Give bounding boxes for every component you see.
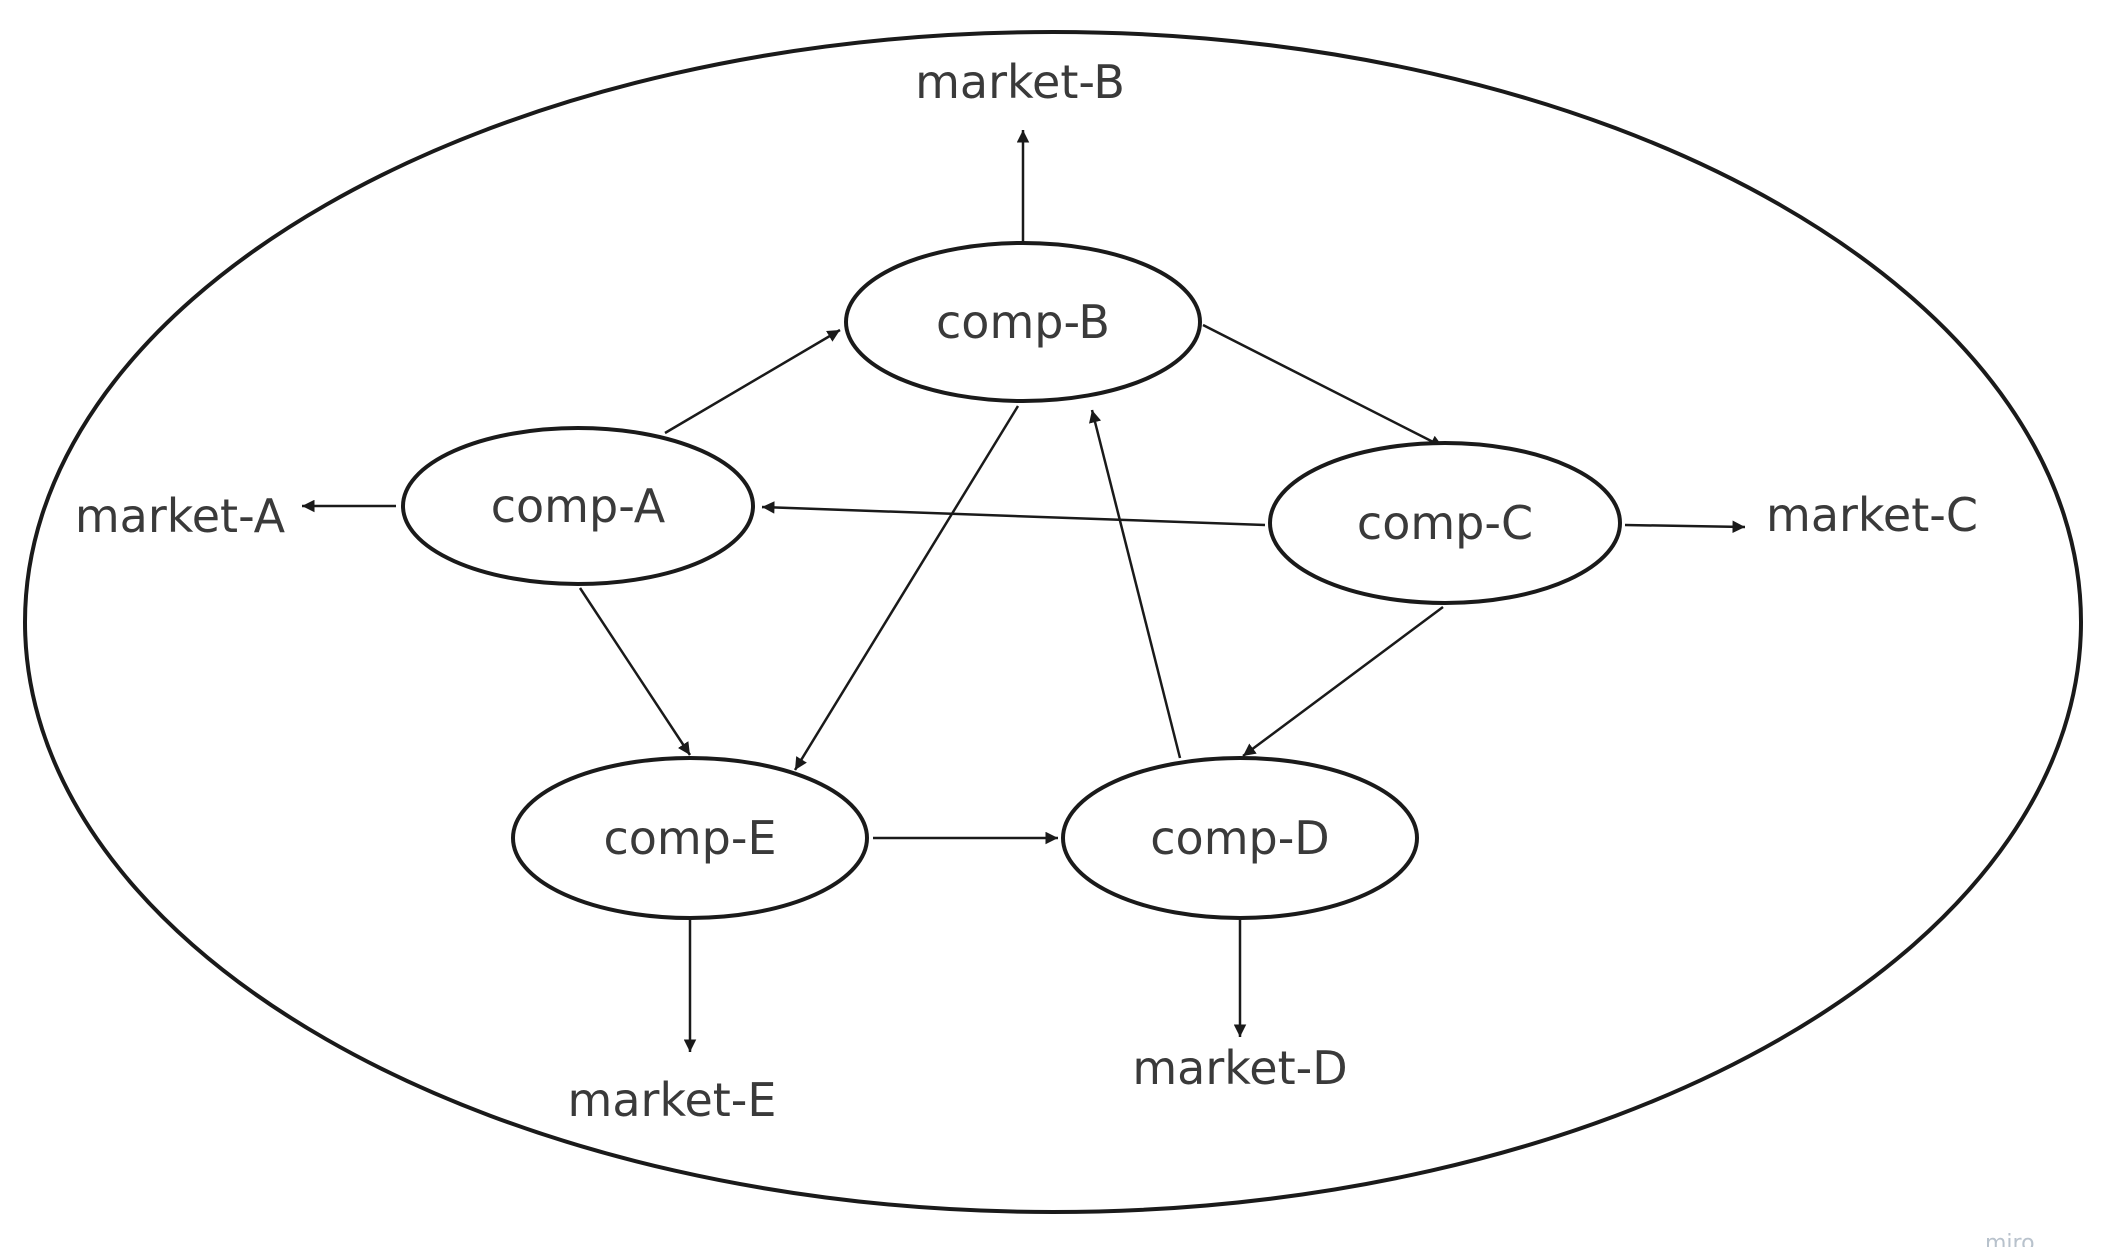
market-A-label: market-A [75,489,286,543]
watermark-text: miro [1985,1231,2035,1247]
market-B-label: market-B [915,55,1125,109]
node-comp-A: comp-A [401,426,755,586]
edge-compC-marketC [1624,520,1746,534]
edge-compB-compE [793,405,1020,771]
node-comp-D-shape [1061,756,1419,920]
edge-compD-compB [1089,409,1182,759]
market-D-label: market-D [1132,1041,1347,1095]
market-E-label: market-E [568,1073,777,1127]
node-comp-C-shape [1268,441,1622,605]
node-comp-C-label: comp-C [1357,496,1533,550]
node-comp-A-shape [401,426,755,586]
outer-boundary [23,30,2083,1214]
node-comp-D: comp-D [1061,756,1419,920]
market-C-label: market-C [1766,488,1978,542]
edge-compA-compE [578,587,692,756]
node-comp-B-shape [844,241,1202,403]
edge-compC-compD [1242,605,1444,758]
edges [302,130,1746,1052]
node-comp-E-shape [511,756,869,920]
node-comp-C: comp-C [1268,441,1622,605]
edge-compC-compA [761,501,1266,527]
node-comp-E-label: comp-E [603,811,776,865]
node-comp-E: comp-E [511,756,869,920]
node-comp-B: comp-B [844,241,1202,403]
node-comp-A-label: comp-A [491,479,666,533]
node-comp-D-label: comp-D [1150,811,1329,865]
node-comp-B-label: comp-B [936,295,1110,349]
edge-compB-compC [1202,323,1444,449]
edge-compA-compB [664,328,841,435]
